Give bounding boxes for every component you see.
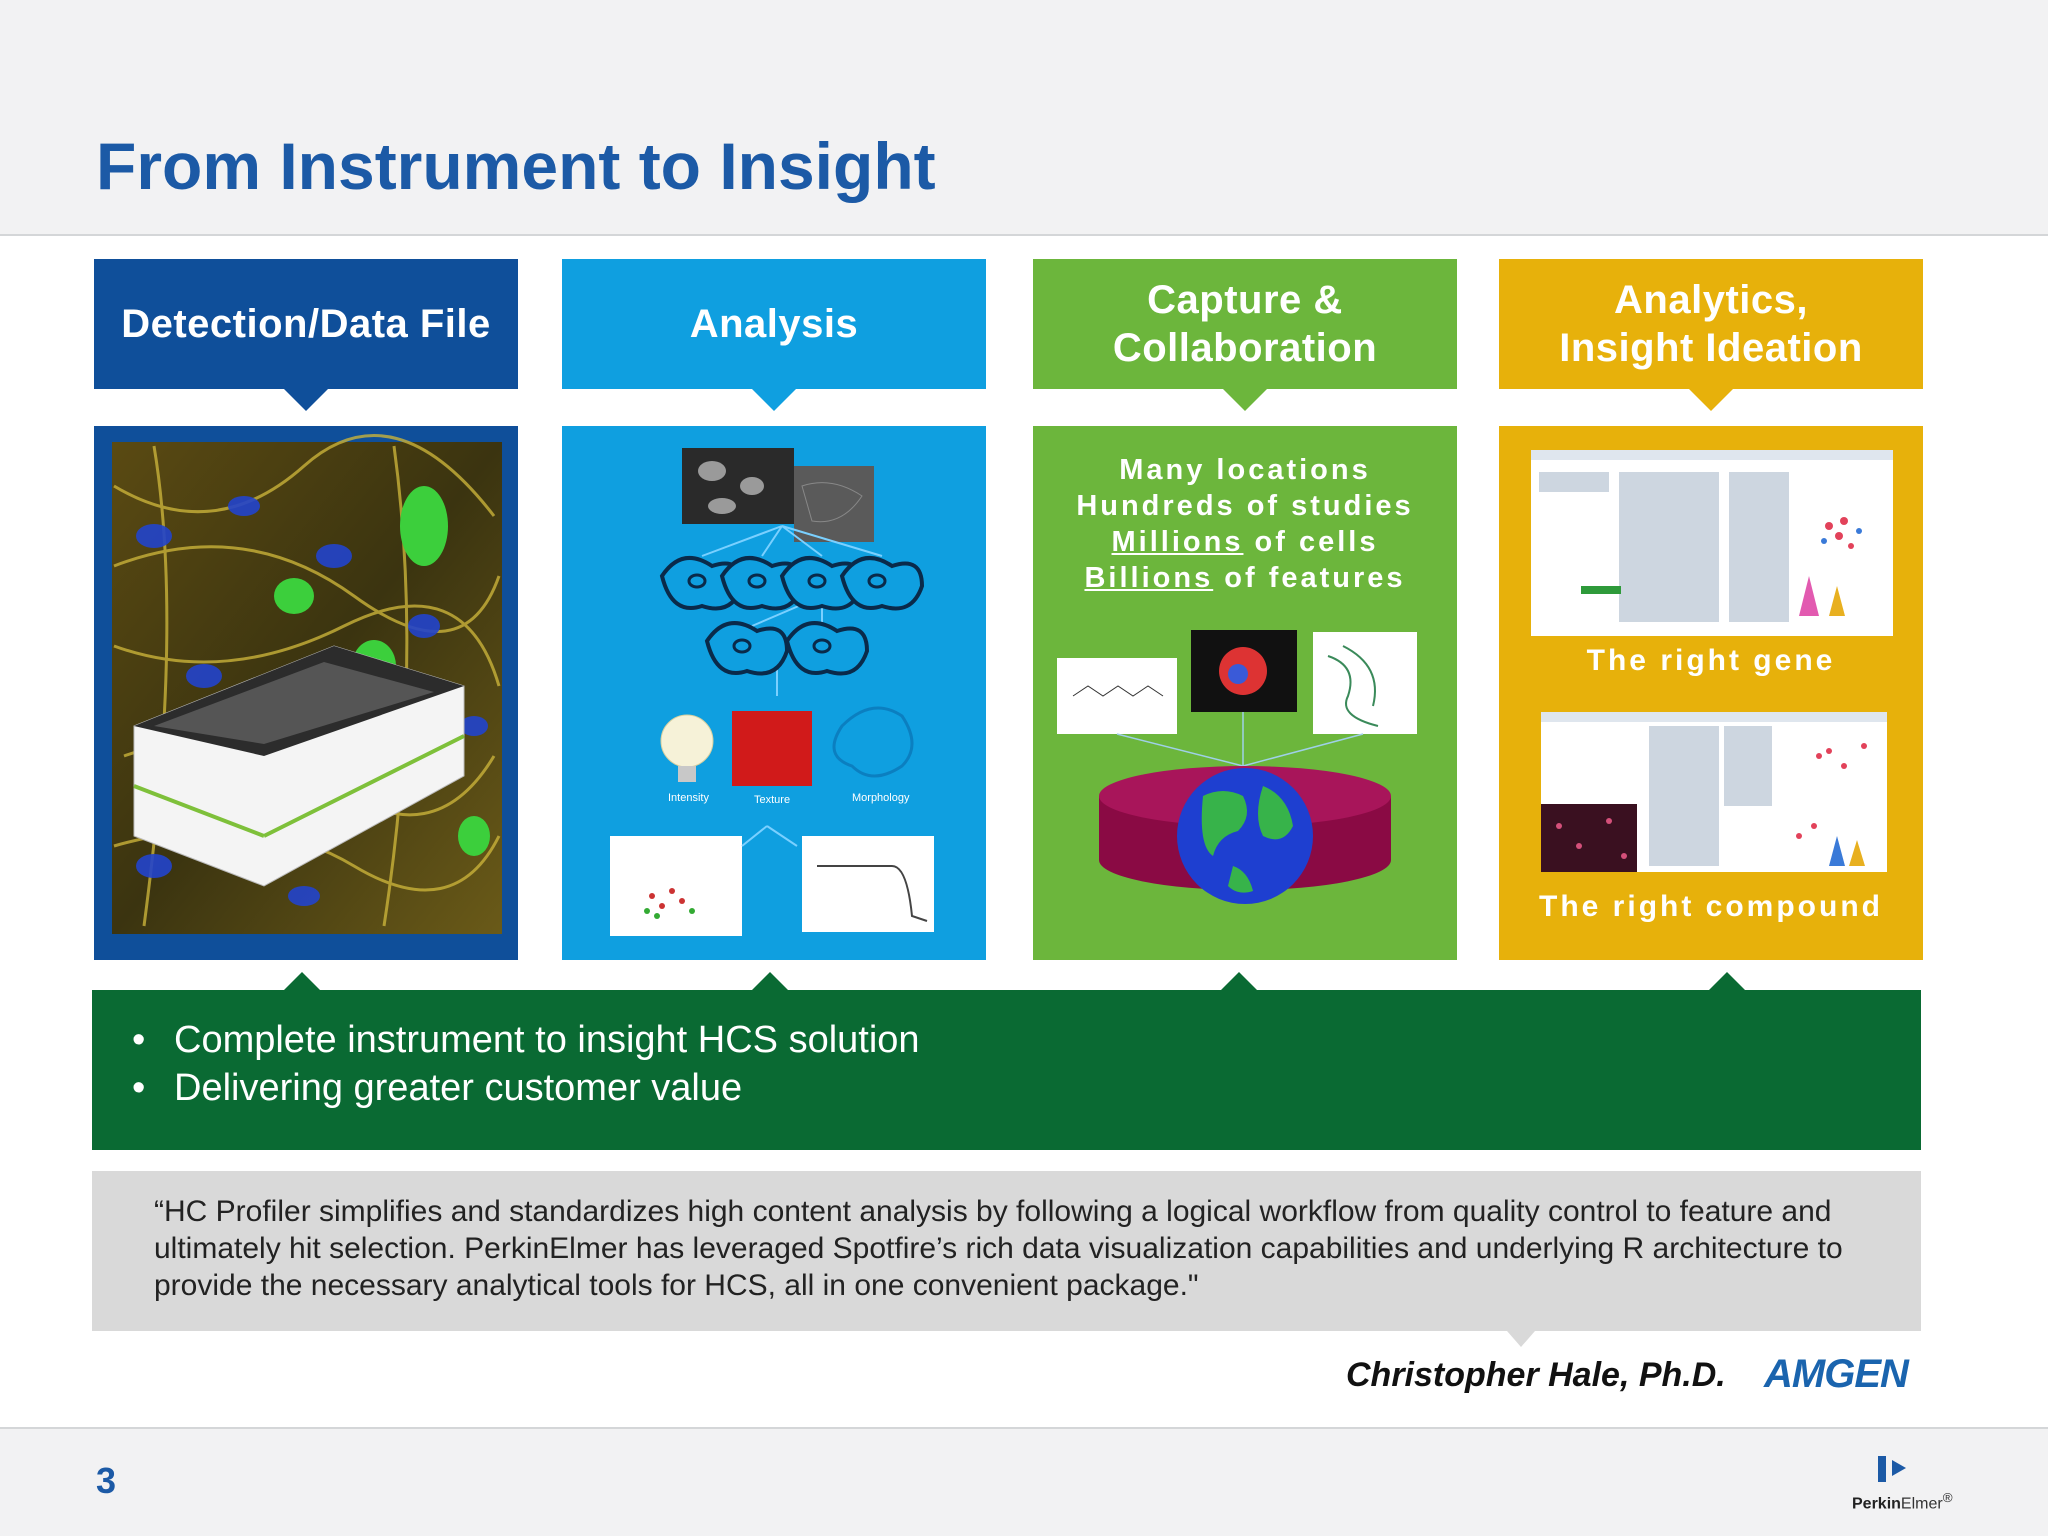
testimonial-quote: “HC Profiler simplifies and standardizes… [154,1195,1843,1302]
database-globe-illustration [1057,630,1417,904]
slide-title: From Instrument to Insight [96,129,936,203]
benefit-item: Complete instrument to insight HCS solut… [132,1016,920,1064]
analytics-panel: The right gene The right compound [1499,426,1923,960]
texture-label: Texture [754,794,791,806]
column-header-analysis-label: Analysis [689,302,859,346]
benefits-band: Complete instrument to insight HCS solut… [92,972,1921,1150]
capture-scale-text: Many locations Hundreds of studies Milli… [1033,452,1457,596]
capture-line-features: Billions of features [1084,562,1406,594]
benefits-list: Complete instrument to insight HCS solut… [132,1016,920,1112]
molecule-thumbnail [1057,658,1177,734]
column-header-analysis: Analysis [562,259,986,411]
quote-author: Christopher Hale, Ph.D. [1346,1356,1726,1394]
capture-panel: Many locations Hundreds of studies Milli… [1033,426,1457,960]
footer-band [0,1427,2048,1536]
quote-pointer [1507,1331,1535,1347]
cell-plate-thumbnail [1541,804,1637,872]
up-arrow [752,972,788,990]
down-arrow [284,389,328,411]
analysis-diagram [610,448,934,936]
capture-line-cells: Millions of cells [1111,526,1379,558]
perkinelmer-logo-text: PerkinElmer® [1852,1490,1953,1513]
column-header-capture-label: Capture & Collaboration [1112,278,1378,370]
down-arrow [1223,389,1267,411]
capture-line-studies: Hundreds of studies [1076,490,1414,522]
cell-image-2 [794,466,874,542]
caption-right-compound: The right compound [1539,890,1883,923]
column-header-analytics-label: Analytics, Insight Ideation [1559,278,1863,370]
column-header-detection: Detection/Data File [94,259,518,411]
up-arrow [284,972,320,990]
testimonial-quote-box: “HC Profiler simplifies and standardizes… [92,1171,1921,1347]
morphology-icon [832,706,914,778]
header-band [0,0,2048,236]
down-arrow [752,389,796,411]
intensity-icon [660,714,714,768]
down-arrow [1689,389,1733,411]
protein-thumbnail [1313,632,1417,734]
intensity-label: Intensity [668,792,709,804]
amgen-logo: AMGEN [1764,1352,1909,1396]
analysis-panel: Intensity Texture Morphology [562,426,986,960]
scatter-thumbnail [610,836,742,936]
up-arrow [1221,972,1257,990]
up-arrow [1709,972,1745,990]
texture-icon [732,711,812,786]
column-header-capture: Capture & Collaboration [1033,259,1457,411]
analytics-screenshots [1531,450,1893,872]
cell-image-1 [682,448,794,524]
column-header-analytics: Analytics, Insight Ideation [1499,259,1923,411]
detection-panel [94,426,518,960]
capture-line-locations: Many locations [1119,454,1371,486]
perkinelmer-logo-icon [1878,1456,1906,1482]
column-header-detection-label: Detection/Data File [121,302,491,346]
instrument-image [112,434,502,934]
benefit-item: Delivering greater customer value [132,1064,920,1112]
morphology-label: Morphology [852,792,910,804]
caption-right-gene: The right gene [1586,644,1836,677]
page-number: 3 [96,1460,117,1501]
